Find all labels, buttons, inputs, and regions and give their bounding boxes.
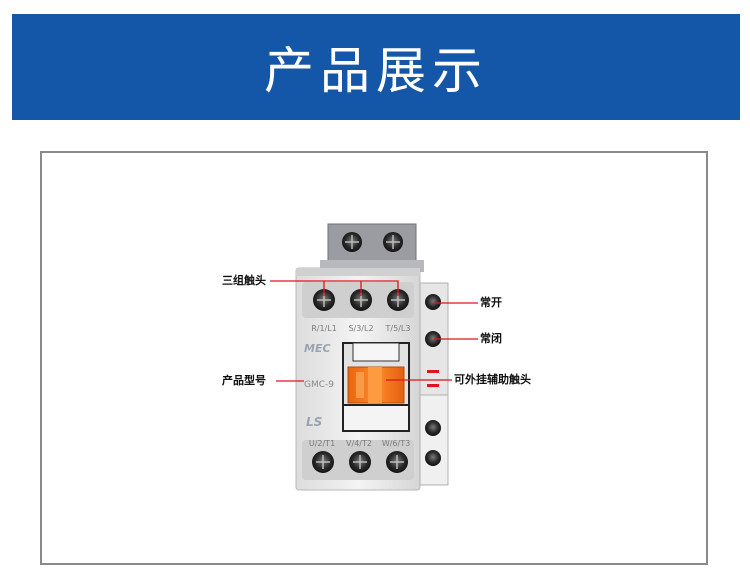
brand-text: MEC <box>304 342 331 355</box>
ls-logo-text: LS <box>306 415 322 429</box>
terminal-label-t2: V/4/T2 <box>346 439 372 448</box>
top-main-terminals <box>313 289 409 311</box>
terminal-label-l2: S/3/L2 <box>348 324 373 333</box>
terminal-label-l3: T/5/L3 <box>385 324 411 333</box>
title-banner: 产品展示 <box>12 14 740 120</box>
model-text: GMC-9 <box>304 380 334 390</box>
callout-model-number: 产品型号 <box>222 374 266 387</box>
callout-normally-open: 常开 <box>480 296 502 309</box>
bottom-main-terminals <box>312 451 408 473</box>
callout-normally-closed: 常闭 <box>480 332 502 345</box>
terminal-label-t3: W/6/T3 <box>382 439 410 448</box>
callout-lines <box>270 280 478 382</box>
top-aux-module <box>320 223 424 272</box>
orange-actuator <box>347 366 405 404</box>
side-aux-terminals <box>425 294 441 466</box>
callout-aux-contacts: 可外挂辅助触头 <box>454 373 531 386</box>
callout-main-contacts: 三组触头 <box>222 274 266 287</box>
page-title: 产品展示 <box>264 42 488 100</box>
terminal-label-l1: R/1/L1 <box>311 324 337 333</box>
terminal-label-t1: U/2/T1 <box>309 439 335 448</box>
